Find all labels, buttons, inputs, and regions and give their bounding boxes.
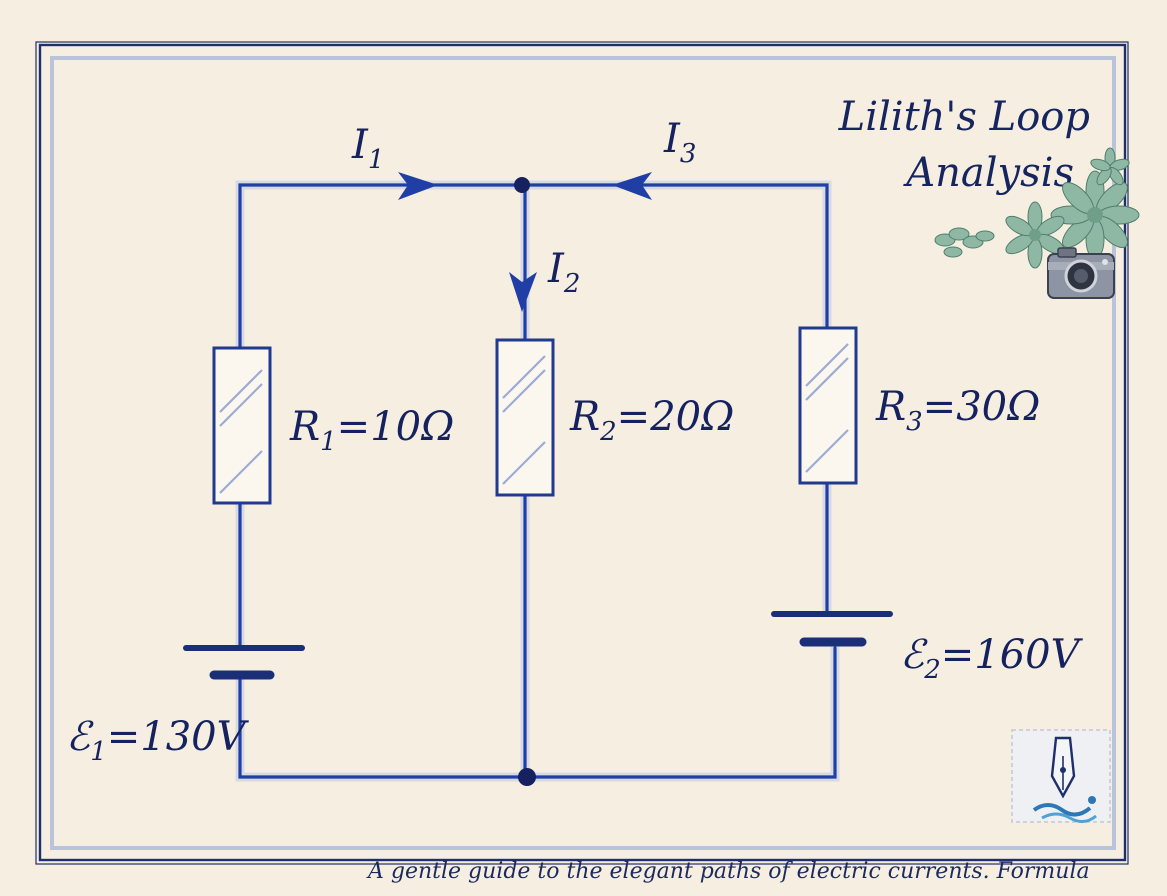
bottom-wire <box>238 646 837 779</box>
inner-frame <box>50 56 1116 850</box>
resistor-r1 <box>212 346 272 505</box>
label-current-i1: I1 <box>351 122 384 175</box>
label-resistor-r3: R3=30Ω <box>875 384 1040 437</box>
circuit-wires <box>238 183 837 779</box>
fountain-pen-stamp-icon <box>1011 729 1111 823</box>
outer-frame <box>38 43 1127 862</box>
current-arrow-i2 <box>509 272 537 312</box>
battery-e1 <box>183 645 305 680</box>
label-source-e2: ℰ2=160V <box>900 632 1084 685</box>
label-resistor-r1: R1=10Ω <box>289 404 454 457</box>
title-line-2: Analysis <box>902 150 1074 196</box>
camera-icon <box>1047 247 1115 299</box>
current-arrow-i3 <box>612 172 652 200</box>
current-arrow-i1 <box>398 172 438 200</box>
top-wire <box>238 183 829 350</box>
label-resistor-r2: R2=20Ω <box>569 394 734 447</box>
outer-frame-stroke <box>35 41 1129 865</box>
top-junction-node <box>514 177 530 193</box>
footer-caption: A gentle guide to the elegant paths of e… <box>366 859 1090 884</box>
succulent-plants <box>934 147 1140 269</box>
label-current-i3: I3 <box>663 116 696 169</box>
bottom-junction-node <box>518 768 536 786</box>
resistor-r3 <box>798 326 858 485</box>
title-line-1: Lilith's Loop <box>838 94 1090 140</box>
battery-e2 <box>771 611 893 647</box>
resistor-r2 <box>495 338 555 497</box>
label-current-i2: I2 <box>547 246 580 299</box>
label-source-e1: ℰ1=130V <box>66 714 250 767</box>
